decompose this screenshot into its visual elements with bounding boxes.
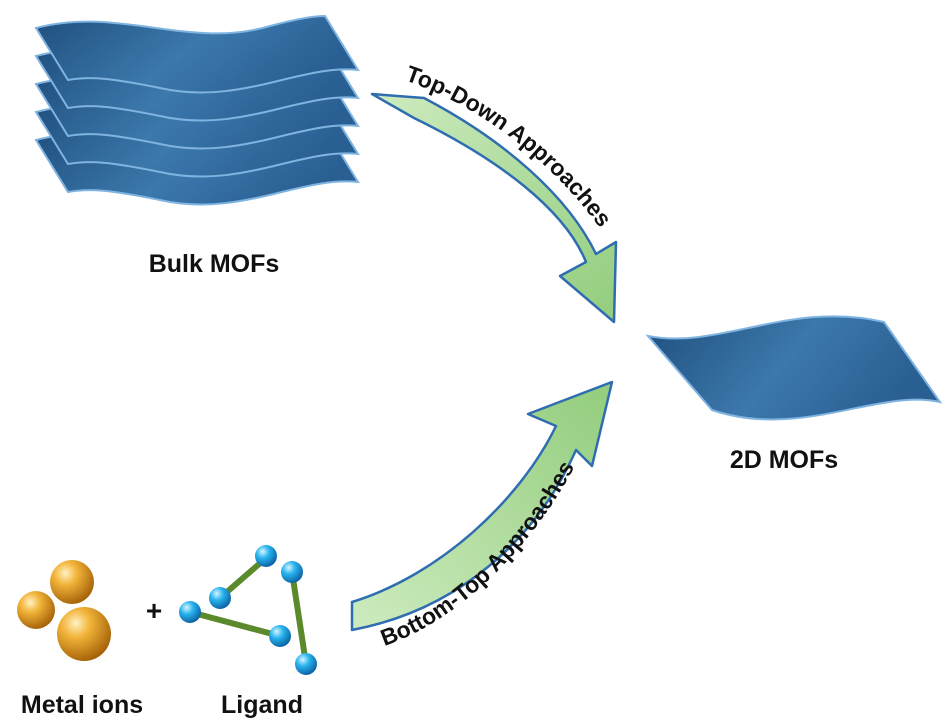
top-down-label: Top-Down Approaches <box>403 60 617 231</box>
ligand-node <box>281 561 303 583</box>
ligand-node <box>209 587 231 609</box>
bulk-mofs-label: Bulk MOFs <box>149 250 280 278</box>
metal-ions <box>17 560 111 661</box>
bottom-top-arrow <box>350 380 614 632</box>
metal-ion-sphere <box>17 591 55 629</box>
ligand-node <box>179 601 201 623</box>
ligand-molecule <box>179 545 317 675</box>
top-down-text: Top-Down Approaches <box>403 60 617 231</box>
metal-ion-sphere <box>57 607 111 661</box>
2d-mofs-label: 2D MOFs <box>730 446 838 474</box>
2d-mof-sheet <box>645 315 943 421</box>
metal-ion-sphere <box>50 560 94 604</box>
top-down-arrow <box>370 92 618 324</box>
ligand-node <box>255 545 277 567</box>
ligand-node <box>295 653 317 675</box>
plus-sign: + <box>146 595 162 626</box>
ligand-node <box>269 625 291 647</box>
bulk-mof-stack <box>35 15 359 206</box>
metal-ions-label: Metal ions <box>21 691 143 719</box>
ligand-label: Ligand <box>221 691 303 719</box>
